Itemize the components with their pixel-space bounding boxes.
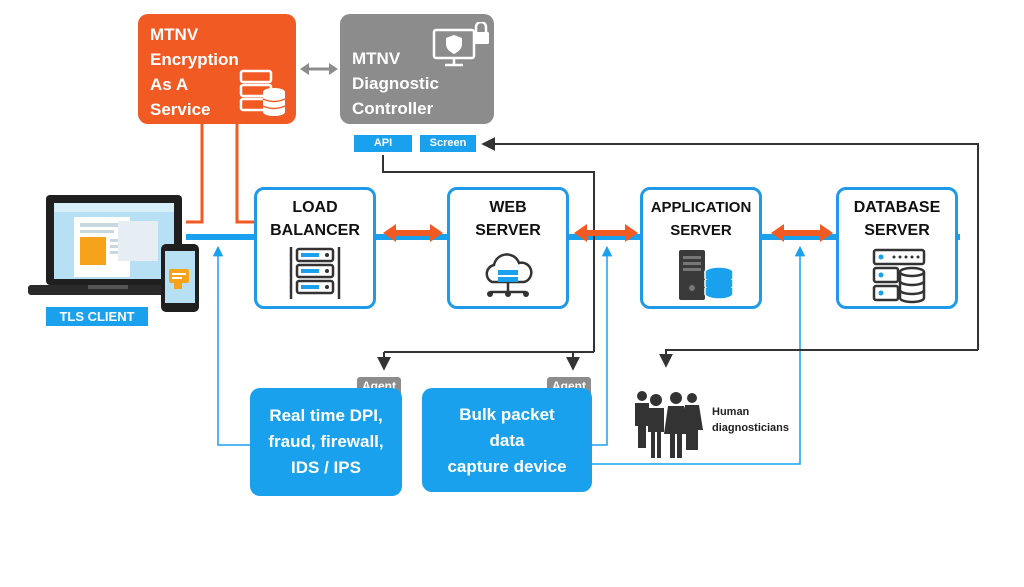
cloud-server-icon — [485, 253, 533, 297]
web-server-label: WEB SERVER — [475, 199, 541, 239]
database-server-label: DATABASE SERVER — [853, 199, 941, 239]
server-database-icon — [239, 69, 286, 116]
dpi-firewall-box[interactable]: Real time DPI, fraud, firewall, IDS / IP… — [250, 388, 402, 496]
link-app-db — [771, 224, 833, 242]
link-web-app — [574, 224, 638, 242]
packet-capture-box[interactable]: Bulk packet data capture device — [422, 388, 592, 492]
api-port[interactable]: API — [354, 135, 412, 152]
server-links — [383, 224, 833, 242]
sync-arrow — [300, 63, 338, 75]
screen-port[interactable]: Screen — [420, 135, 476, 152]
web-server-box[interactable]: WEB SERVER — [447, 187, 569, 309]
application-server-label: APPLICATION SERVER — [650, 199, 752, 239]
control-lines — [377, 137, 979, 371]
tls-client-label: TLS CLIENT — [46, 307, 148, 326]
app-server-icon — [679, 250, 734, 300]
encryption-links — [186, 124, 258, 224]
encryption-service-title: MTNV Encryption As A Service — [150, 25, 239, 119]
load-balancer-box[interactable]: LOAD BALANCER — [254, 187, 376, 309]
secure-monitor-icon — [432, 22, 489, 67]
packet-capture-text: Bulk packet data capture device — [447, 405, 567, 476]
database-server-icon — [872, 248, 926, 304]
tls-client[interactable] — [28, 195, 208, 325]
human-diagnosticians-label: Human diagnosticians — [712, 406, 790, 434]
load-balancer-label: LOAD BALANCER — [270, 199, 360, 239]
capture-lines — [212, 245, 806, 465]
link-lb-web — [383, 224, 443, 242]
encryption-service-box[interactable]: MTNV Encryption As A Service — [138, 14, 296, 124]
dpi-firewall-text: Real time DPI, fraud, firewall, IDS / IP… — [268, 406, 384, 477]
diagnostic-controller-title: MTNV Diagnostic Controller — [352, 49, 439, 118]
database-server-box[interactable]: DATABASE SERVER — [836, 187, 958, 309]
laptop-icon — [28, 195, 190, 295]
people-group-icon — [635, 391, 703, 458]
application-server-box[interactable]: APPLICATION SERVER — [640, 187, 762, 309]
rack-server-icon — [289, 247, 341, 299]
phone-icon — [161, 244, 199, 312]
diagnostic-controller-box[interactable]: MTNV Diagnostic Controller — [340, 14, 494, 124]
